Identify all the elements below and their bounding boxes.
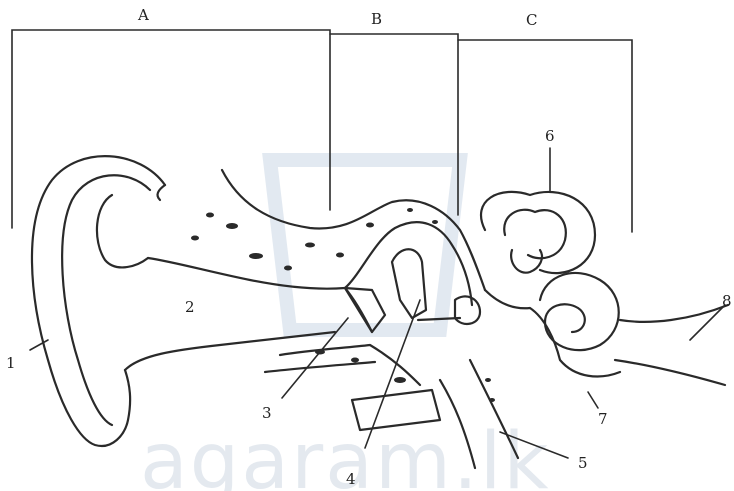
bracket-b xyxy=(330,34,458,215)
number-label-8: 8 xyxy=(722,292,732,310)
texture-dot xyxy=(407,208,413,212)
number-label-4: 4 xyxy=(346,470,356,488)
concha xyxy=(97,195,148,267)
pinna-inner-fold xyxy=(62,175,150,425)
texture-dot xyxy=(336,253,344,258)
texture-dot xyxy=(284,266,292,271)
number-label-3: 3 xyxy=(262,404,272,422)
number-label-6: 6 xyxy=(545,127,555,145)
stapes xyxy=(455,296,480,324)
number-label-7: 7 xyxy=(598,410,608,428)
pinna xyxy=(32,156,165,446)
texture-dot xyxy=(485,378,491,382)
section-label-b: B xyxy=(371,10,382,28)
semicircular-outer xyxy=(481,192,595,273)
watermark: agaram.lk xyxy=(140,160,551,491)
number-label-1: 1 xyxy=(6,354,16,372)
leader-lines xyxy=(30,148,725,458)
leader-7 xyxy=(588,392,598,408)
auditory-nerve-lower xyxy=(615,360,725,385)
pinna-outer xyxy=(32,156,165,446)
texture-dot xyxy=(191,236,199,241)
section-label-a: A xyxy=(137,6,149,24)
texture-dot xyxy=(305,243,315,248)
ear-canal xyxy=(125,258,345,370)
semicircular-loop xyxy=(511,250,542,273)
bone-lower-2 xyxy=(265,362,375,372)
bracket-a xyxy=(12,30,330,228)
texture-dot xyxy=(366,223,374,228)
texture-dot xyxy=(249,253,263,259)
texture-dot xyxy=(432,220,438,224)
helix-tip xyxy=(158,185,165,200)
leader-8 xyxy=(690,305,725,340)
texture-dot xyxy=(206,213,214,218)
canal-upper xyxy=(148,258,345,289)
inner-ear xyxy=(481,192,728,385)
inner-ear-base xyxy=(485,290,620,376)
number-label-5: 5 xyxy=(578,454,588,472)
texture-dot xyxy=(351,358,359,363)
number-label-2: 2 xyxy=(185,298,195,316)
incus xyxy=(392,249,426,318)
section-label-c: C xyxy=(526,11,537,29)
stapes-link xyxy=(418,318,460,320)
texture-dot xyxy=(489,398,495,402)
semicircular-inner xyxy=(504,210,566,258)
watermark-logo xyxy=(270,160,460,330)
texture-dot xyxy=(226,223,238,229)
texture-dot xyxy=(394,377,406,383)
auditory-nerve-upper xyxy=(620,305,728,322)
